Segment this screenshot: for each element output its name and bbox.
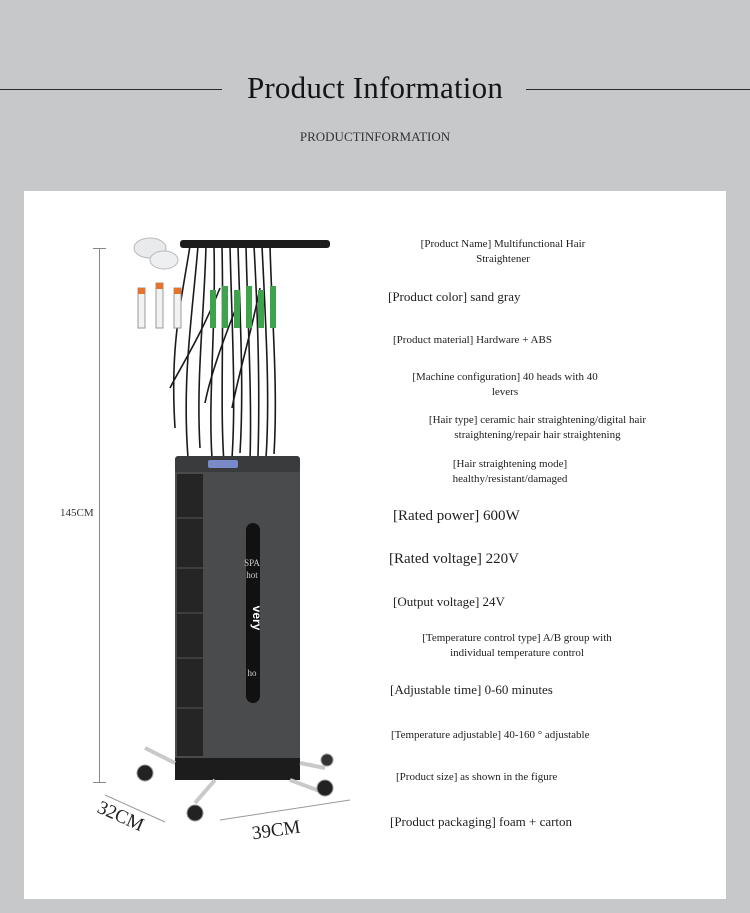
title-rule-right bbox=[526, 89, 750, 90]
spec-rated-power: [Rated power] 600W bbox=[393, 508, 520, 524]
page-subtitle: PRODUCTINFORMATION bbox=[299, 129, 451, 144]
panel-text-ho: ho bbox=[248, 668, 258, 678]
spray-bottle-2 bbox=[149, 250, 179, 270]
page-title: Product Information bbox=[246, 70, 504, 105]
clamps-green bbox=[210, 286, 276, 328]
spec-product-packaging: [Product packaging] foam + carton bbox=[390, 814, 573, 829]
side-drawers bbox=[177, 474, 203, 756]
spec-straightening-mode: [Hair straightening mode]healthy/resista… bbox=[452, 458, 568, 485]
spec-hair-type: [Hair type] ceramic hair straightening/d… bbox=[428, 414, 647, 441]
front-light-strip bbox=[246, 523, 260, 703]
display-screen bbox=[208, 460, 238, 468]
title-rule-left bbox=[0, 89, 222, 90]
spec-adjustable-time: [Adjustable time] 0-60 minutes bbox=[390, 682, 553, 697]
spec-temperature-adjustable: [Temperature adjustable] 40-160 ° adjust… bbox=[391, 729, 590, 741]
machine-base bbox=[175, 758, 300, 780]
spec-temperature-control: [Temperature control type] A/B group wit… bbox=[422, 632, 612, 659]
clamps-orange bbox=[137, 282, 182, 329]
height-dimension-label: 145CM bbox=[60, 507, 94, 519]
spec-product-color: [Product color] sand gray bbox=[388, 289, 521, 304]
spec-output-voltage: [Output voltage] 24V bbox=[393, 594, 505, 609]
drawer-lines bbox=[177, 517, 203, 709]
hair-straightener-machine-illustration: SPA hot very ho bbox=[133, 237, 334, 822]
panel-text-spa: SPA bbox=[244, 558, 260, 568]
rack-bar bbox=[180, 240, 330, 248]
spec-machine-configuration: [Machine configuration] 40 heads with 40… bbox=[412, 371, 598, 398]
height-dimension-line bbox=[99, 248, 100, 782]
castor-wheels bbox=[136, 753, 334, 822]
height-dimension-cap-bottom bbox=[93, 782, 106, 783]
height-dimension-cap-top bbox=[93, 248, 106, 249]
spec-rated-voltage: [Rated voltage] 220V bbox=[389, 551, 519, 567]
cables bbox=[169, 245, 277, 464]
header: Product Information PRODUCTINFORMATION bbox=[0, 0, 750, 190]
spec-product-size: [Product size] as shown in the figure bbox=[396, 771, 558, 783]
spec-product-material: [Product material] Hardware + ABS bbox=[393, 334, 552, 346]
panel-vertical-text: very bbox=[250, 606, 264, 631]
panel-text-hot: hot bbox=[246, 570, 258, 580]
